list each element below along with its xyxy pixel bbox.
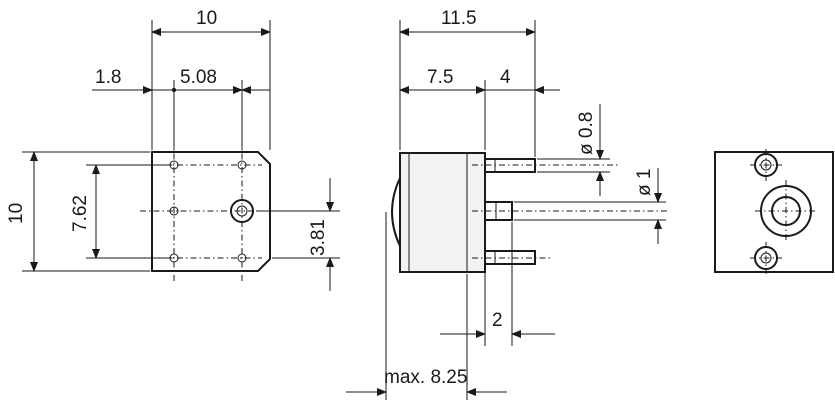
front-offset-label: 1.8 xyxy=(95,67,121,88)
front-width-label: 10 xyxy=(196,8,217,29)
front-view-body xyxy=(151,151,271,272)
front-hole-top-right xyxy=(237,160,247,170)
front-adjuster-outer xyxy=(230,199,254,223)
front-hole-bottom-right xyxy=(237,253,247,263)
front-hole-mid-left xyxy=(169,206,179,216)
side-pin-diameter-label: ø 0.8 xyxy=(576,112,597,155)
rear-view-body xyxy=(714,151,834,273)
side-view: 11.5 7.5 4 ø 0.8 ø 1 2 max. 8.25 xyxy=(346,8,668,400)
side-depth-label: 11.5 xyxy=(441,8,477,29)
side-body-label: 7.5 xyxy=(427,67,453,88)
front-hole-top-left xyxy=(169,160,179,170)
side-view-dome xyxy=(391,177,401,247)
front-pitch-label: 5.08 xyxy=(180,67,217,88)
front-view: 10 1.8 5.08 10 7.62 xyxy=(6,8,340,291)
side-view-body xyxy=(399,152,486,273)
front-hole-bottom-left xyxy=(169,253,179,263)
rear-view xyxy=(714,149,834,274)
front-adjuster-inner xyxy=(236,205,248,217)
front-height-label: 10 xyxy=(6,203,27,224)
side-pin-spacing-label: 2 xyxy=(492,310,503,331)
front-pin-span-label: 7.62 xyxy=(70,195,91,232)
side-shaft xyxy=(484,201,513,221)
side-pin-length-label: 4 xyxy=(500,67,511,88)
side-shaft-diameter-label: ø 1 xyxy=(634,169,655,196)
side-max-height-label: max. 8.25 xyxy=(384,367,467,388)
front-half-span-label: 3.81 xyxy=(308,219,329,256)
